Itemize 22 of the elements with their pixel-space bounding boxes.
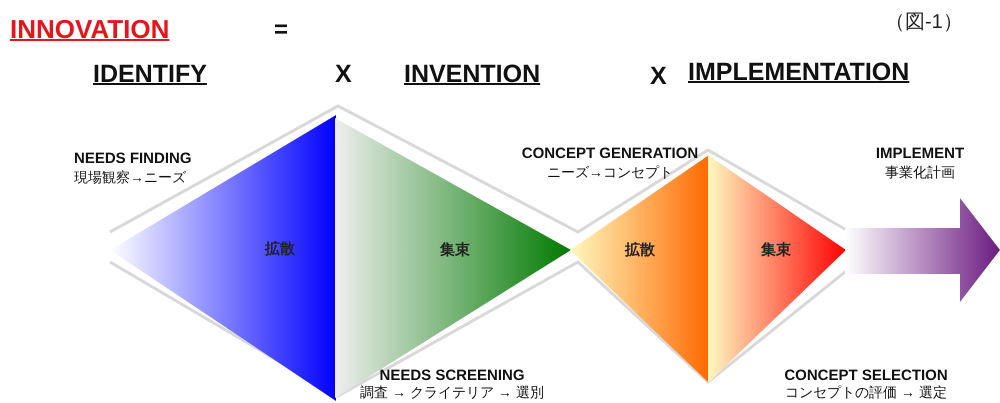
heading-word: IDENTIFY — [93, 60, 207, 89]
heading-word: IMPLEMENTATION — [688, 58, 910, 87]
phase-subtitle: 現場観察→ニーズ — [74, 169, 186, 187]
phase-subtitle: 調査 → クライテリア → 選別 — [360, 384, 544, 402]
times-sign: X — [650, 62, 667, 91]
heading-word: INVENTION — [404, 60, 540, 89]
heading-word: INNOVATION — [10, 14, 170, 45]
phase-title: CONCEPT GENERATION — [522, 145, 698, 162]
stage-label: 拡散 — [625, 240, 655, 260]
stage-label: 集束 — [440, 240, 470, 260]
phase-title: IMPLEMENT — [876, 145, 964, 162]
phase-title: NEEDS SCREENING — [379, 367, 525, 384]
phase-subtitle: コンセプトの評価 → 選定 — [785, 384, 947, 402]
stage-label: 拡散 — [265, 240, 295, 258]
stage-label: 集束 — [761, 240, 791, 260]
phase-title: NEEDS FINDING — [74, 150, 192, 167]
equals-sign: = — [274, 16, 288, 44]
phase-subtitle: 事業化計画 — [885, 164, 955, 182]
times-sign: X — [335, 60, 352, 89]
figure-number: （図-1） — [885, 10, 963, 35]
phase-title: CONCEPT SELECTION — [784, 367, 948, 384]
phase-subtitle: ニーズ→コンセプト — [547, 164, 673, 182]
